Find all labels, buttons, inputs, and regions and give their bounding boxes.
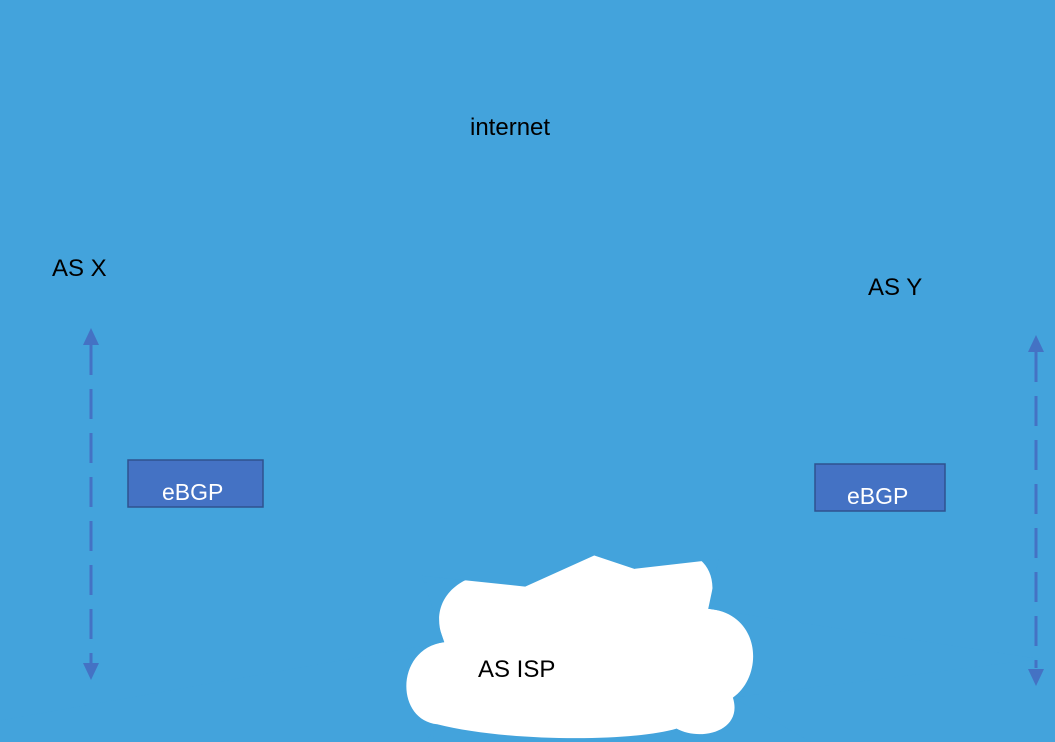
double-arrow-left (83, 328, 99, 680)
ebgp-badge-right: eBGP (814, 463, 946, 512)
arrow-up-icon (1028, 335, 1044, 352)
double-arrow-right (1028, 335, 1044, 686)
ebgp-badge-right-box (814, 463, 946, 512)
arrow-down-icon (83, 663, 99, 680)
label-as-x: AS X (52, 255, 107, 282)
label-as-isp: AS ISP (478, 656, 555, 683)
arrow-down-icon (1028, 669, 1044, 686)
label-internet: internet (470, 114, 550, 141)
ebgp-badge-left-box (127, 459, 264, 508)
cloud-as-isp (406, 534, 753, 738)
ebgp-badge-right-label: eBGP (847, 483, 908, 509)
ebgp-badge-left-label: eBGP (162, 479, 223, 505)
arrow-up-icon (83, 328, 99, 345)
ebgp-badge-left: eBGP (127, 459, 264, 508)
label-as-y: AS Y (868, 274, 922, 301)
